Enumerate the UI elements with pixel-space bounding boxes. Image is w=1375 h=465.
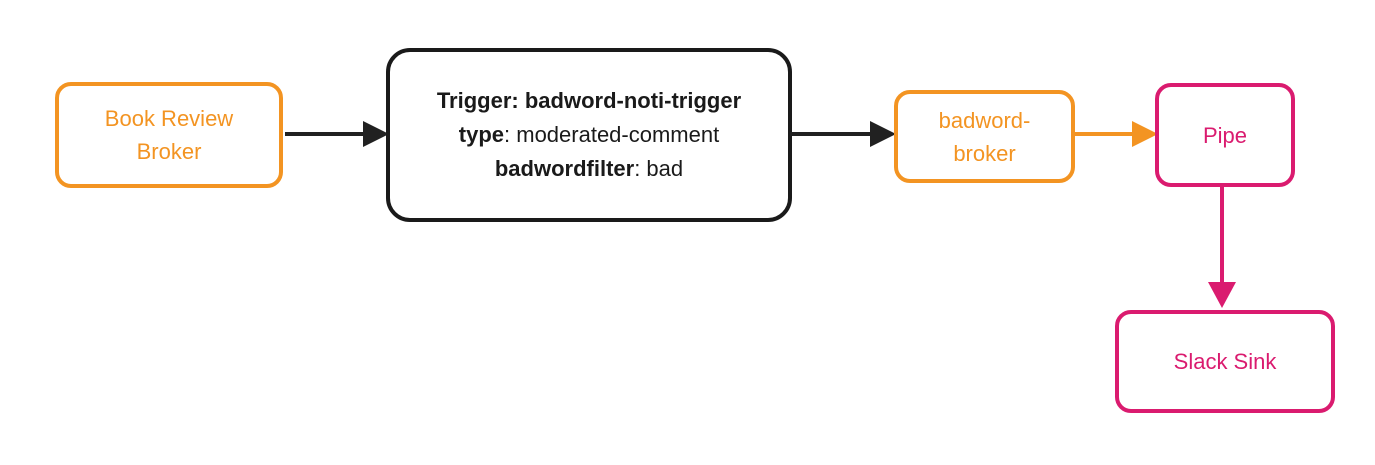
node-badword-broker: badword- broker [894, 90, 1075, 183]
node-label-line: badword- [938, 107, 1031, 133]
arrow-line [1073, 132, 1135, 136]
arrowhead-right-icon [870, 121, 896, 147]
arrowhead-down-icon [1208, 282, 1236, 308]
arrowhead-right-icon [363, 121, 389, 147]
node-label-line: Broker [136, 139, 202, 164]
node-book-review-broker: Book Review Broker [55, 82, 283, 188]
trigger-line-bold: badwordfilter [494, 156, 635, 181]
trigger-line: badwordfilter: bad [495, 152, 683, 186]
node-label-line: Book Review [104, 106, 234, 131]
node-trigger: Trigger: badword-noti-trigger type: mode… [386, 48, 792, 222]
trigger-line-rest: : moderated-comment [504, 122, 720, 147]
arrowhead-right-icon [1132, 121, 1158, 147]
node-label-line: broker [953, 140, 1016, 166]
node-pipe: Pipe [1155, 83, 1295, 187]
node-slack-sink: Slack Sink [1115, 310, 1335, 413]
trigger-line-rest: : bad [634, 156, 684, 181]
trigger-line-bold: type [458, 122, 505, 147]
trigger-line: Trigger: badword-noti-trigger [437, 84, 741, 118]
trigger-line-bold: Trigger: badword-noti-trigger [436, 88, 742, 113]
arrow-line [285, 132, 365, 136]
node-label: Pipe [1202, 122, 1248, 148]
node-label: Slack Sink [1173, 349, 1277, 374]
arrow-line [790, 132, 872, 136]
trigger-line: type: moderated-comment [459, 118, 719, 152]
arrow-line [1220, 187, 1224, 283]
